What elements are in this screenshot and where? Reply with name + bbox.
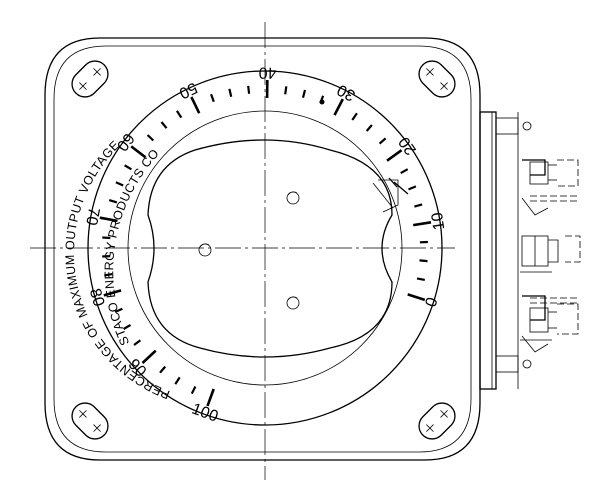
terminal-middle: [520, 235, 581, 273]
dial-scale-label: 80: [86, 287, 107, 309]
dial-tick-marks: [99, 79, 432, 407]
terminal-block: [479, 111, 581, 390]
dial-scale-label: 10: [429, 211, 449, 231]
dial-tick: [124, 164, 132, 171]
dial-tick: [412, 221, 432, 227]
dial-tick: [416, 277, 426, 281]
dial-tick: [99, 216, 118, 223]
dial-tick: [102, 236, 111, 240]
mounting-hole-bottom-right: [418, 402, 456, 440]
dial-tick: [284, 86, 288, 95]
dial-tick: [174, 376, 181, 385]
dial-tick: [400, 168, 409, 175]
ring-text-percentage: PERCENTAGE OF MAXIMUM OUTPUT VOLTAGE: [63, 138, 172, 402]
terminal-bottom: [520, 295, 579, 353]
dial-scale-label: 0: [423, 295, 442, 309]
dial-scale-label: 70: [82, 206, 102, 227]
dial-tick: [247, 85, 251, 94]
pointer-indicator: [388, 177, 409, 195]
ring-text-manufacturer-path: STACO ENERGY PRODUCTS CO: [102, 146, 162, 347]
dial-scale-label: 50: [176, 78, 200, 101]
mounting-hole-bottom-left: [71, 402, 109, 440]
center-lines: [30, 22, 455, 480]
ring-text-manufacturer: STACO ENERGY PRODUCTS CO: [102, 146, 162, 347]
dial-scale-label: 100: [189, 401, 220, 426]
dial-tick: [190, 386, 197, 395]
dial-tick: [333, 98, 344, 116]
control-knob[interactable]: [147, 139, 399, 358]
dial-tick: [133, 339, 142, 346]
dial-plate: [87, 70, 443, 426]
dial-tick: [301, 89, 307, 98]
housing: [44, 37, 481, 461]
dial-tick: [146, 134, 155, 142]
dial-tick: [386, 149, 403, 162]
dial-tick: [206, 388, 215, 407]
dial-tick: [108, 199, 118, 204]
dial-tick: [159, 365, 167, 374]
dial-tick: [408, 185, 417, 191]
dial-tick: [141, 349, 157, 364]
dial-tick: [365, 124, 373, 132]
dial-tick: [114, 307, 123, 314]
mounting-holes: [71, 60, 456, 440]
dial-tick: [378, 137, 387, 145]
dial-tick: [103, 289, 122, 297]
dial-tick: [228, 88, 233, 97]
dial-tick: [351, 112, 358, 121]
dial-tick: [104, 273, 113, 277]
dial-tick: [115, 181, 124, 187]
dial-tick: [407, 293, 426, 302]
dial-scale-label: 40: [258, 64, 276, 81]
dial-scale-label: 20: [396, 133, 420, 157]
mounting-hole-top-left: [71, 60, 109, 98]
dial-tick: [210, 93, 215, 103]
dial-scale-label: 30: [334, 81, 358, 104]
ring-text-percentage-path: PERCENTAGE OF MAXIMUM OUTPUT VOLTAGE: [63, 138, 171, 402]
knob-screws: [198, 99, 325, 310]
dial-tick: [175, 110, 183, 119]
dial-tick: [160, 121, 168, 129]
mounting-hole-top-right: [418, 60, 456, 98]
terminal-top: [521, 159, 579, 216]
dial-tick: [190, 96, 201, 114]
dial-tick: [130, 145, 147, 159]
dial-tick: [414, 203, 423, 208]
dial-tick: [419, 259, 428, 263]
dial-tick: [123, 324, 132, 330]
